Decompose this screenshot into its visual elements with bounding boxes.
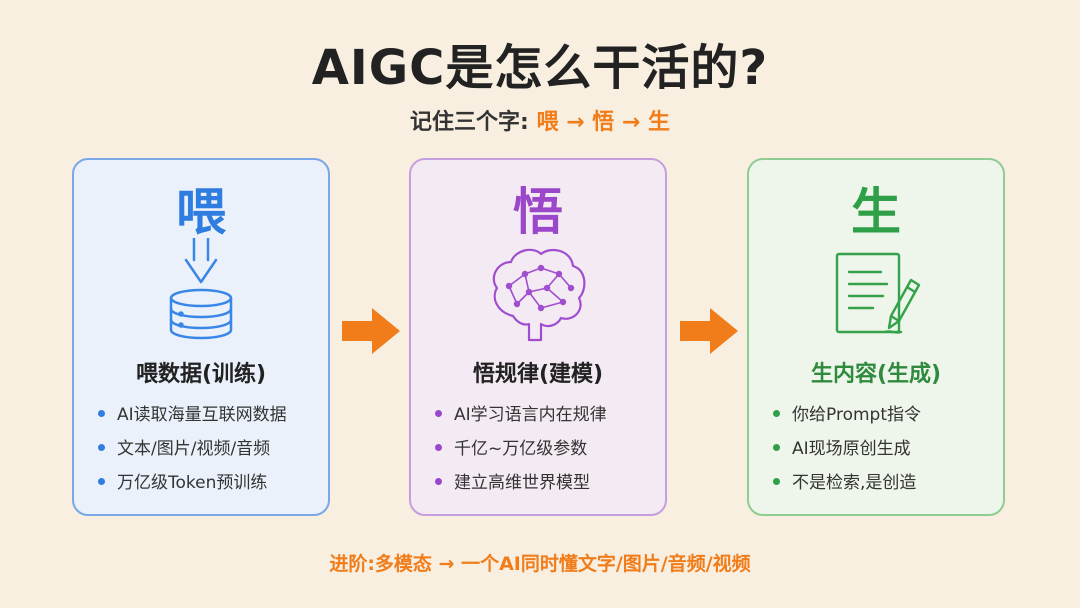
subtitle-step: 悟: [592, 110, 615, 135]
subtitle-step: 生: [648, 110, 671, 135]
card-title: 悟规律(建模): [472, 362, 604, 387]
list-item: 文本/图片/视频/音频: [98, 432, 287, 466]
bullet-list: 你给Prompt指令 AI现场原创生成 不是检索,是创造: [773, 398, 921, 500]
arrow-right-icon: [342, 308, 400, 354]
subtitle-step: 喂: [536, 110, 559, 135]
list-item: AI现场原创生成: [773, 432, 921, 466]
brain-network-icon: [411, 238, 665, 348]
card-title: 生内容(生成): [810, 362, 942, 387]
database-download-icon: [74, 238, 328, 348]
list-item: AI学习语言内在规律: [435, 398, 607, 432]
card-feed: 喂 喂数据(训练) AI读取海量互联网数据 文本/图片/视频/音频 万亿级Tok…: [72, 158, 330, 516]
subtitle-arrow: →: [621, 110, 641, 135]
card-title: 喂数据(训练): [135, 362, 267, 387]
list-item: 万亿级Token预训练: [98, 466, 287, 500]
card-generate: 生 生内容(生成) 你给Prompt指令 AI现场原创生成 不是检索,是创造: [747, 158, 1005, 516]
arrow-right-icon: [680, 308, 738, 354]
subtitle-arrow: →: [566, 110, 585, 135]
bullet-list: AI学习语言内在规律 千亿~万亿级参数 建立高维世界模型: [435, 398, 607, 500]
card-char: 悟: [513, 183, 563, 241]
card-understand: 悟: [409, 158, 667, 516]
page-title: AIGC是怎么干活的?: [311, 40, 769, 96]
card-char: 喂: [176, 183, 226, 241]
list-item: 千亿~万亿级参数: [435, 432, 607, 466]
bullet-list: AI读取海量互联网数据 文本/图片/视频/音频 万亿级Token预训练: [98, 398, 287, 500]
subtitle: 记住三个字: 喂 → 悟 → 生: [0, 104, 1080, 136]
list-item: 不是检索,是创造: [773, 466, 921, 500]
list-item: 建立高维世界模型: [435, 466, 607, 500]
card-char: 生: [851, 183, 901, 241]
document-pen-icon: [749, 238, 1003, 348]
footer-note: 进阶:多模态 → 一个AI同时懂文字/图片/音频/视频: [329, 553, 751, 575]
list-item: 你给Prompt指令: [773, 398, 921, 432]
list-item: AI读取海量互联网数据: [98, 398, 287, 432]
subtitle-prefix: 记住三个字:: [409, 110, 529, 135]
